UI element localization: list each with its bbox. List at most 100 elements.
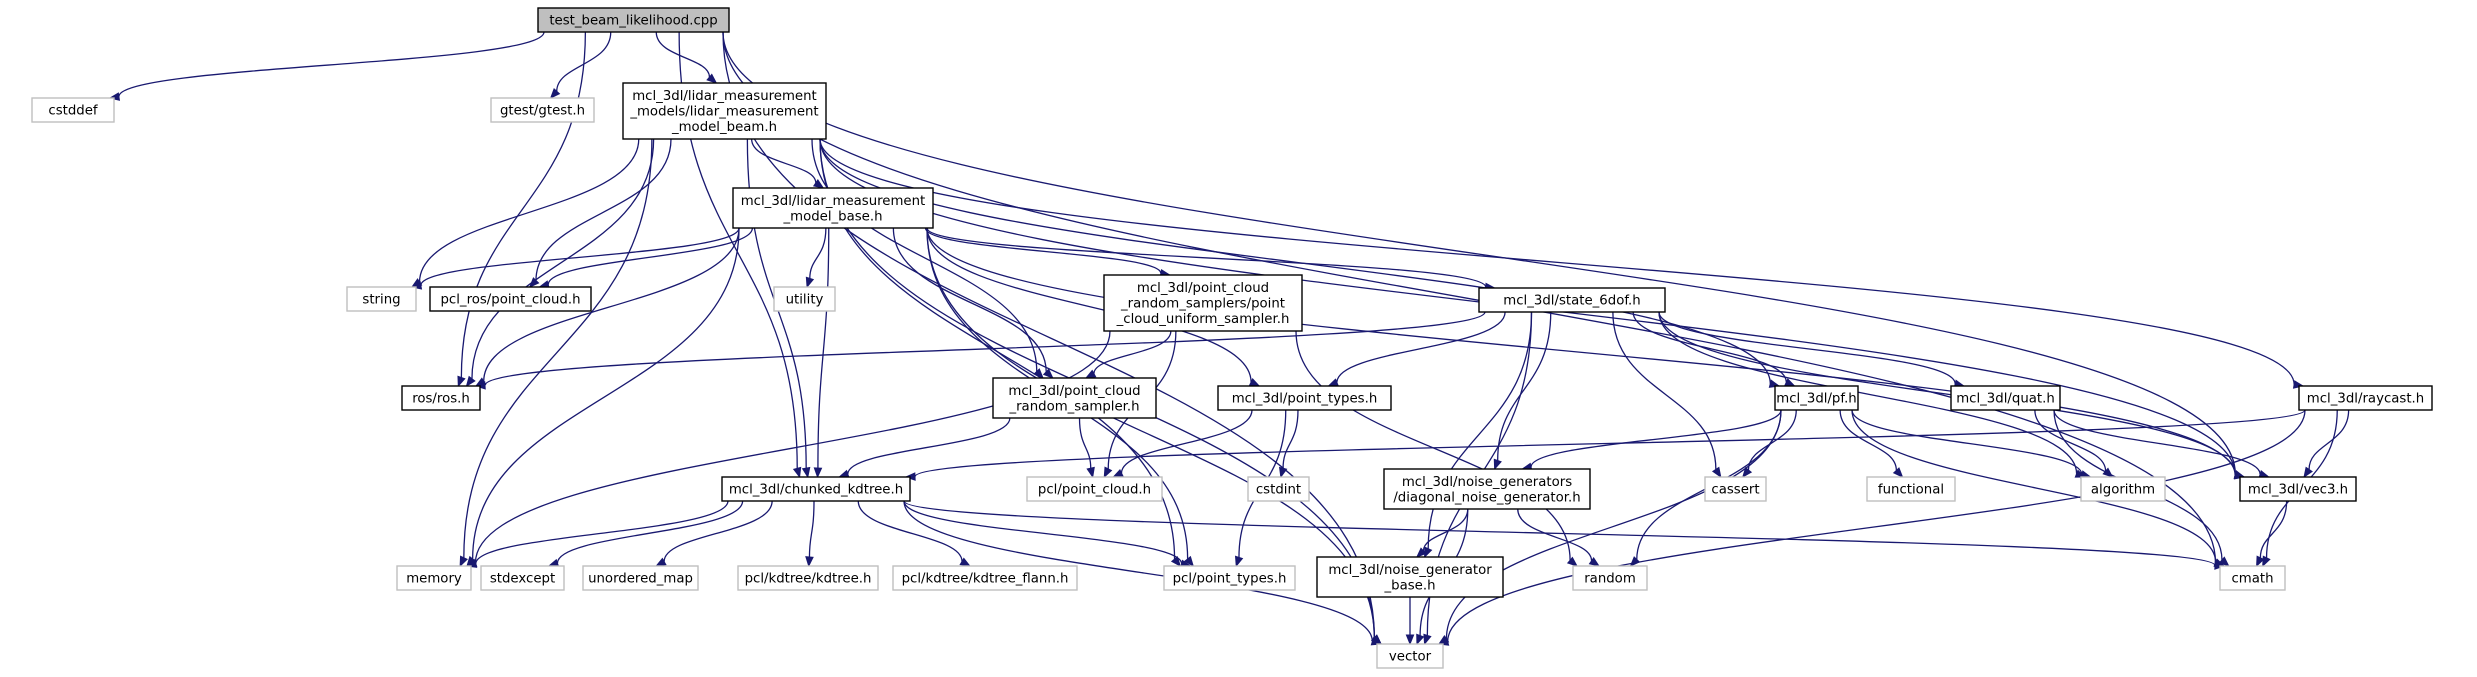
- edge-line: [547, 227, 754, 285]
- node-state6dof[interactable]: mcl_3dl/state_6dof.h: [1478, 287, 1666, 313]
- edge-base-to-utility: [805, 227, 827, 289]
- arrowhead: [1042, 368, 1054, 379]
- arrowhead: [1741, 466, 1753, 479]
- edge-uniform-to-memory: [465, 330, 1111, 567]
- edge-line: [1282, 409, 1299, 469]
- edge-line: [460, 31, 587, 378]
- node-label-line: _models/lidar_measurement: [629, 105, 818, 120]
- node-box: [401, 385, 481, 411]
- node-box: [2239, 476, 2357, 502]
- node-label-line: pcl/point_cloud.h: [1038, 483, 1151, 498]
- node-vec3[interactable]: mcl_3dl/vec3.h: [2239, 476, 2357, 502]
- node-umap: unordered_map: [582, 565, 699, 591]
- node-label-line: mcl_3dl/pf.h: [1776, 392, 1857, 407]
- node-pclcloud: pcl/point_cloud.h: [1026, 476, 1163, 502]
- node-cstddef: cstddef: [31, 97, 115, 123]
- node-label-line: pcl/kdtree/kdtree.h: [745, 572, 872, 587]
- edge-sampler-to-kdtree: [837, 417, 1011, 478]
- node-rosh[interactable]: ros/ros.h: [401, 385, 481, 411]
- edge-beam-to-base: [750, 138, 825, 189]
- edge-state6dof-to-ptypes3dl: [1327, 311, 1506, 387]
- node-quat[interactable]: mcl_3dl/quat.h: [1950, 385, 2061, 411]
- edge-line: [914, 409, 2306, 478]
- edge-line: [809, 227, 827, 279]
- edge-ptypes3dl-to-cstdint: [1278, 409, 1299, 479]
- edge-line: [808, 500, 815, 558]
- node-label-line: unordered_map: [588, 572, 693, 587]
- arrowhead: [1405, 634, 1415, 646]
- node-box: [1103, 274, 1303, 332]
- edge-line: [474, 330, 1111, 563]
- node-ngbase[interactable]: mcl_3dl/noise_generator_base.h: [1316, 556, 1504, 598]
- node-base[interactable]: mcl_3dl/lidar_measurement_model_base.h: [732, 187, 934, 229]
- node-box: [429, 286, 592, 312]
- arrowhead: [1086, 466, 1095, 479]
- node-box: [2219, 565, 2286, 591]
- node-label-line: mcl_3dl/lidar_measurement: [741, 194, 926, 209]
- edge-base-to-sampler: [892, 227, 1054, 379]
- node-uniform[interactable]: mcl_3dl/point_cloud_random_samplers/poin…: [1103, 274, 1303, 332]
- edge-line: [924, 227, 1162, 274]
- arrowhead: [1234, 555, 1244, 568]
- node-label-line: cstddef: [48, 104, 98, 119]
- node-label-line: pcl/kdtree/kdtree_flann.h: [902, 572, 1069, 587]
- node-kdtree[interactable]: mcl_3dl/chunked_kdtree.h: [721, 476, 911, 502]
- edge-state6dof-to-pf: [1632, 311, 1796, 387]
- node-label-line: mcl_3dl/quat.h: [1956, 392, 2055, 407]
- arrowhead: [457, 375, 466, 388]
- edge-raycast-to-vec3: [2303, 409, 2350, 479]
- node-cassert: cassert: [1704, 476, 1767, 502]
- edge-root-to-rosh: [457, 31, 587, 388]
- node-pclros[interactable]: pcl_ros/point_cloud.h: [429, 286, 592, 312]
- edge-beam-to-string: [410, 138, 640, 288]
- node-label-line: _model_base.h: [782, 209, 882, 224]
- node-label-line: _random_sampler.h: [1008, 399, 1139, 414]
- edge-diag-to-random: [1517, 508, 1601, 567]
- arrowhead: [1566, 556, 1579, 567]
- node-pclkd: pcl/kdtree/kdtree.h: [737, 565, 879, 591]
- edge-line: [418, 138, 640, 283]
- node-sampler[interactable]: mcl_3dl/point_cloud_random_sampler.h: [992, 377, 1157, 419]
- node-label-line: mcl_3dl/noise_generators: [1402, 475, 1572, 490]
- node-utility: utility: [773, 286, 836, 312]
- edge-state6dof-to-ngbase: [1424, 311, 1533, 559]
- edge-base-to-memory: [466, 227, 740, 568]
- node-label-line: ros/ros.h: [412, 392, 470, 407]
- edge-line: [1336, 311, 1506, 383]
- node-ptypes3dl[interactable]: mcl_3dl/point_types.h: [1217, 385, 1392, 411]
- node-box: [1316, 556, 1504, 598]
- node-label-line: _model_beam.h: [671, 120, 777, 135]
- node-label-line: memory: [406, 572, 462, 587]
- edge-quat-to-vec3: [2053, 409, 2271, 479]
- edge-state6dof-to-cassert: [1612, 311, 1722, 479]
- node-pf[interactable]: mcl_3dl/pf.h: [1774, 385, 1859, 411]
- node-label-line: _base.h: [1384, 578, 1436, 593]
- node-label-line: mcl_3dl/point_cloud: [1008, 384, 1140, 399]
- node-diag[interactable]: mcl_3dl/noise_generators/diagonal_noise_…: [1383, 468, 1591, 510]
- edge-line: [750, 138, 817, 184]
- arrowhead: [792, 466, 802, 479]
- edge-line: [926, 227, 1487, 288]
- arrowhead: [1416, 633, 1425, 646]
- node-box: [396, 565, 472, 591]
- node-cstdint: cstdint: [1247, 476, 1310, 502]
- node-label-line: _random_samplers/point: [1120, 297, 1285, 312]
- node-raycast[interactable]: mcl_3dl/raycast.h: [2298, 385, 2433, 411]
- node-string: string: [346, 286, 417, 312]
- edge-line: [811, 138, 1038, 372]
- node-label-line: utility: [786, 293, 824, 308]
- arrowhead: [812, 179, 825, 189]
- node-box: [31, 97, 115, 123]
- edge-quat-to-algorithm: [2034, 409, 2114, 478]
- edge-line: [463, 138, 653, 558]
- arrowhead: [549, 88, 561, 99]
- edge-line: [475, 500, 729, 565]
- edge-line: [471, 227, 740, 559]
- node-label-line: functional: [1878, 483, 1944, 498]
- node-box: [622, 82, 827, 140]
- node-root[interactable]: test_beam_likelihood.cpp: [537, 7, 730, 33]
- node-label-line: mcl_3dl/state_6dof.h: [1503, 294, 1640, 309]
- node-cmath: cmath: [2219, 565, 2286, 591]
- node-beam[interactable]: mcl_3dl/lidar_measurement_models/lidar_m…: [622, 82, 827, 140]
- node-label-line: stdexcept: [490, 572, 555, 587]
